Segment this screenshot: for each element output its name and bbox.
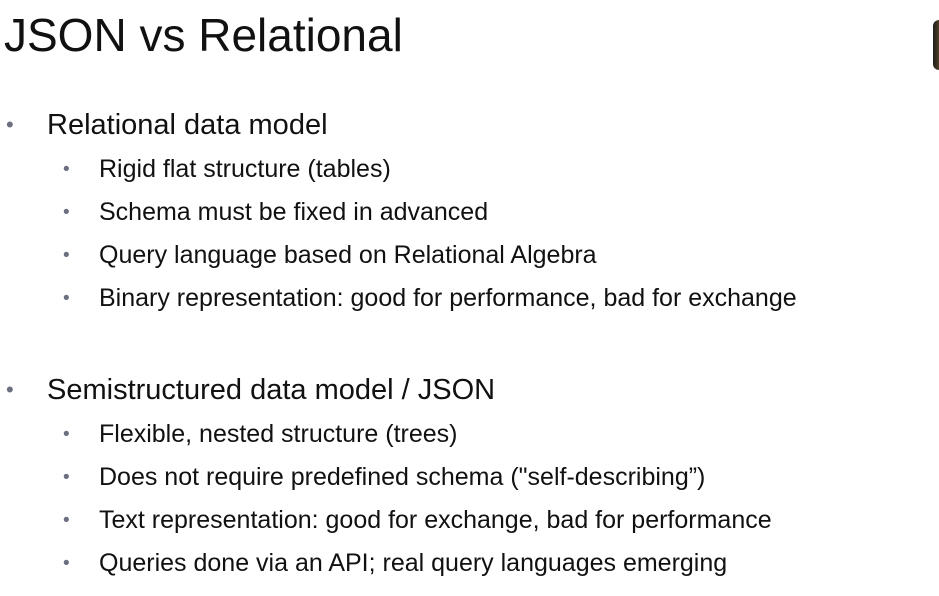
list-item-text: Does not require predefined schema ("sel… <box>99 463 706 491</box>
list-item: • Rigid flat structure (tables) <box>0 148 939 191</box>
bullet-icon: • <box>63 288 70 309</box>
section-heading-text: Relational data model <box>47 109 328 141</box>
list-item-text: Flexible, nested structure (trees) <box>99 420 458 448</box>
list-item: • Queries done via an API; real query la… <box>0 542 939 585</box>
list-item-text: Text representation: good for exchange, … <box>99 506 772 534</box>
slide-title: JSON vs Relational <box>4 9 403 61</box>
bullet-icon: • <box>63 510 70 531</box>
bullet-icon: • <box>63 553 70 574</box>
bullet-icon: • <box>63 245 70 266</box>
bullet-icon: • <box>6 377 14 402</box>
list-item: • Schema must be fixed in advanced <box>0 191 939 234</box>
corner-decoration <box>933 20 939 70</box>
list-item-text: Query language based on Relational Algeb… <box>99 241 597 269</box>
bullet-icon: • <box>63 424 70 445</box>
list-item: • Flexible, nested structure (trees) <box>0 413 939 456</box>
list-item-text: Rigid flat structure (tables) <box>99 155 391 183</box>
section-heading: • Semistructured data model / JSON <box>0 369 939 411</box>
list-item: • Query language based on Relational Alg… <box>0 234 939 277</box>
bullet-icon: • <box>6 112 14 137</box>
list-item: • Binary representation: good for perfor… <box>0 277 939 320</box>
section-heading-text: Semistructured data model / JSON <box>47 374 496 406</box>
list-item-text: Schema must be fixed in advanced <box>99 198 489 226</box>
list-item: • Text representation: good for exchange… <box>0 499 939 542</box>
bullet-icon: • <box>63 159 70 180</box>
bullet-icon: • <box>63 202 70 223</box>
section-relational: • Relational data model • Rigid flat str… <box>0 104 939 320</box>
bullet-icon: • <box>63 467 70 488</box>
list-item: • Does not require predefined schema ("s… <box>0 456 939 499</box>
list-item-text: Queries done via an API; real query lang… <box>99 549 728 577</box>
section-semistructured: • Semistructured data model / JSON • Fle… <box>0 369 939 585</box>
section-heading: • Relational data model <box>0 104 939 146</box>
list-item-text: Binary representation: good for performa… <box>99 284 797 312</box>
